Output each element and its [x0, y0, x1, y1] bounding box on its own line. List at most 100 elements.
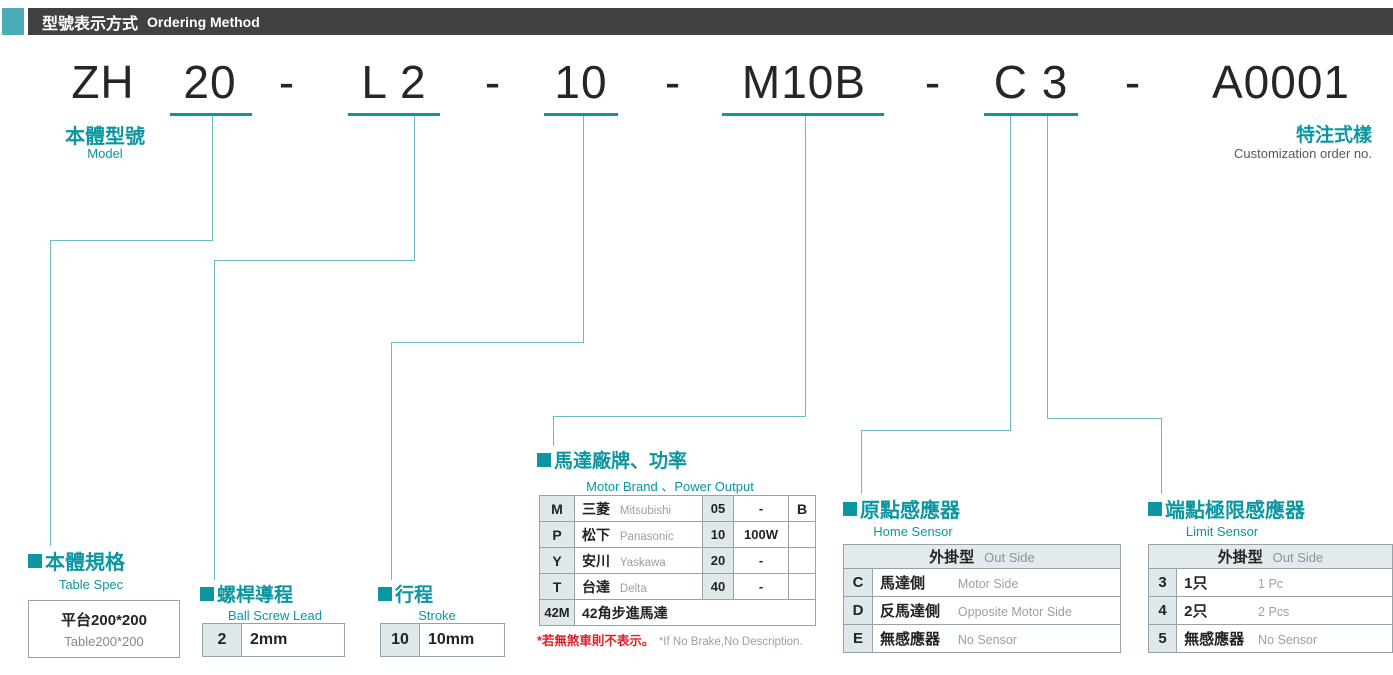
section-title-zh: 本體規格	[45, 552, 125, 574]
sensor-code: 5	[1147, 624, 1178, 653]
motor-brake-code	[788, 521, 816, 548]
motor-brand-zh: 台達	[582, 578, 610, 595]
leader-line	[391, 342, 584, 343]
sensor-code: D	[843, 596, 873, 625]
table-row: Y 安川 Yaskawa 20 -	[539, 547, 816, 574]
motor-brand-zh: 三菱	[582, 500, 610, 517]
ball-screw-lead-table: 2 2mm	[202, 623, 345, 657]
limit-sensor-table: 外掛型 Out Side 3 1只 1 Pc 4 2只 2 Pcs 5 無感應器…	[1147, 544, 1393, 653]
motor-code: M	[539, 495, 575, 522]
leader-line	[1161, 418, 1162, 494]
model-segment-body: ZH	[71, 56, 135, 108]
header-zh: 外掛型	[929, 549, 975, 566]
motor-brand-en: Delta	[619, 582, 647, 595]
sensor-label-en: 2 Pcs	[1258, 605, 1290, 619]
leader-line	[214, 260, 415, 261]
bullet-square-icon	[378, 586, 392, 601]
motor-power-code: 20	[702, 547, 734, 574]
bullet-square-icon	[28, 553, 42, 568]
motor-brand: 松下 Panasonic	[574, 521, 703, 548]
sensor-label-en: 1 Pc	[1258, 577, 1284, 591]
model-label-en: Model	[87, 146, 123, 161]
model-segment-lead: 20	[183, 56, 237, 108]
segment-underline	[348, 113, 440, 116]
section-title-zh: 端點極限感應器	[1165, 500, 1305, 522]
model-label-zh: 本體型號	[65, 126, 145, 148]
table-row: P 松下 Panasonic 10 100W	[539, 521, 816, 548]
leader-line	[214, 260, 215, 580]
table-row: 4 2只 2 Pcs	[1147, 596, 1393, 625]
table-row: M 三菱 Mitsubishi 05 - B	[539, 495, 816, 522]
table-spec-value-en: Table200*200	[64, 634, 144, 649]
motor-brake-code	[788, 547, 816, 574]
motor-power-code: 40	[702, 573, 734, 600]
sensor-code: E	[843, 624, 873, 653]
motor-code: P	[539, 521, 575, 548]
sensor-code: 4	[1147, 596, 1178, 625]
page-title-en: Ordering Method	[147, 13, 260, 30]
custom-order-label-zh: 特注式樣	[1295, 125, 1372, 146]
sensor-label-cell: 無感應器 No Sensor	[1176, 624, 1393, 653]
section-title-motor: 馬達廠牌、功率	[537, 446, 687, 473]
motor-brand: 台達 Delta	[574, 573, 703, 600]
model-separator: -	[278, 56, 296, 108]
table-row: 10 10mm	[380, 623, 505, 657]
motor-power: -	[733, 573, 789, 600]
section-subtitle-en: Table Spec	[58, 577, 124, 592]
table-header-row: 外掛型 Out Side	[1148, 544, 1393, 569]
motor-power-code: 05	[702, 495, 734, 522]
motor-table: M 三菱 Mitsubishi 05 - B P 松下 Panasonic 10…	[539, 495, 816, 626]
stepper-label: 42角步進馬達	[582, 604, 668, 621]
table-row: 3 1只 1 Pc	[1147, 568, 1393, 597]
segment-underline	[722, 113, 884, 116]
sensor-code: 3	[1147, 568, 1178, 597]
motor-brand-en: Panasonic	[619, 530, 674, 543]
motor-brand: 安川 Yaskawa	[574, 547, 703, 574]
motor-power-code: 10	[702, 521, 734, 548]
motor-brake-code	[788, 573, 816, 600]
table-row: E 無感應器 No Sensor	[843, 624, 1121, 653]
leader-line	[861, 430, 1011, 431]
leader-line	[414, 116, 415, 260]
section-subtitle-en: Home Sensor	[873, 524, 953, 539]
model-segment-custom: A0001	[1211, 56, 1350, 108]
motor-brand-en: Yaskawa	[619, 556, 666, 569]
section-title-home-sensor: 原點感應器	[843, 494, 960, 523]
motor-brand: 三菱 Mitsubishi	[574, 495, 703, 522]
header-en: Out Side	[1272, 550, 1324, 565]
sensor-label-cell: 2只 2 Pcs	[1176, 596, 1393, 625]
motor-brake-code: B	[788, 495, 816, 522]
stepper-code: 42M	[539, 599, 575, 626]
sensor-label-zh: 無感應器	[880, 631, 941, 648]
sensor-label-zh: 馬達側	[880, 575, 926, 592]
section-title-zh: 馬達廠牌、功率	[554, 451, 688, 472]
sensor-label-en: No Sensor	[1258, 633, 1318, 647]
section-subtitle-en: Ball Screw Lead	[228, 608, 322, 623]
leader-line	[50, 240, 213, 241]
segment-underline	[984, 113, 1078, 116]
sensor-label-zh: 2只	[1184, 603, 1208, 620]
stroke-table: 10 10mm	[380, 623, 505, 657]
section-title-table-spec: 本體規格	[28, 546, 125, 575]
table-row: 2 2mm	[202, 623, 345, 657]
sensor-label-zh: 反馬達側	[880, 603, 941, 620]
header-en: Out Side	[984, 550, 1035, 565]
footnote-en: *If No Brake,No Description.	[658, 636, 803, 648]
leader-line	[50, 240, 51, 546]
motor-brand-zh: 安川	[582, 552, 610, 569]
sensor-table-header: 外掛型 Out Side	[1148, 544, 1393, 569]
section-subtitle-en: Limit Sensor	[1185, 524, 1259, 539]
model-segment-stroke: 10	[554, 56, 608, 108]
leader-line	[1047, 418, 1162, 419]
section-title-limit-sensor: 端點極限感應器	[1148, 494, 1305, 523]
table-header-row: 外掛型 Out Side	[843, 544, 1121, 569]
sensor-label-cell: 1只 1 Pc	[1176, 568, 1393, 597]
sensor-label-en: Motor Side	[957, 577, 1019, 591]
segment-underline	[170, 113, 252, 116]
leader-line	[1047, 116, 1048, 418]
model-separator: -	[924, 56, 942, 108]
leader-line	[805, 116, 806, 416]
leader-line	[553, 416, 806, 417]
motor-power: -	[733, 495, 789, 522]
